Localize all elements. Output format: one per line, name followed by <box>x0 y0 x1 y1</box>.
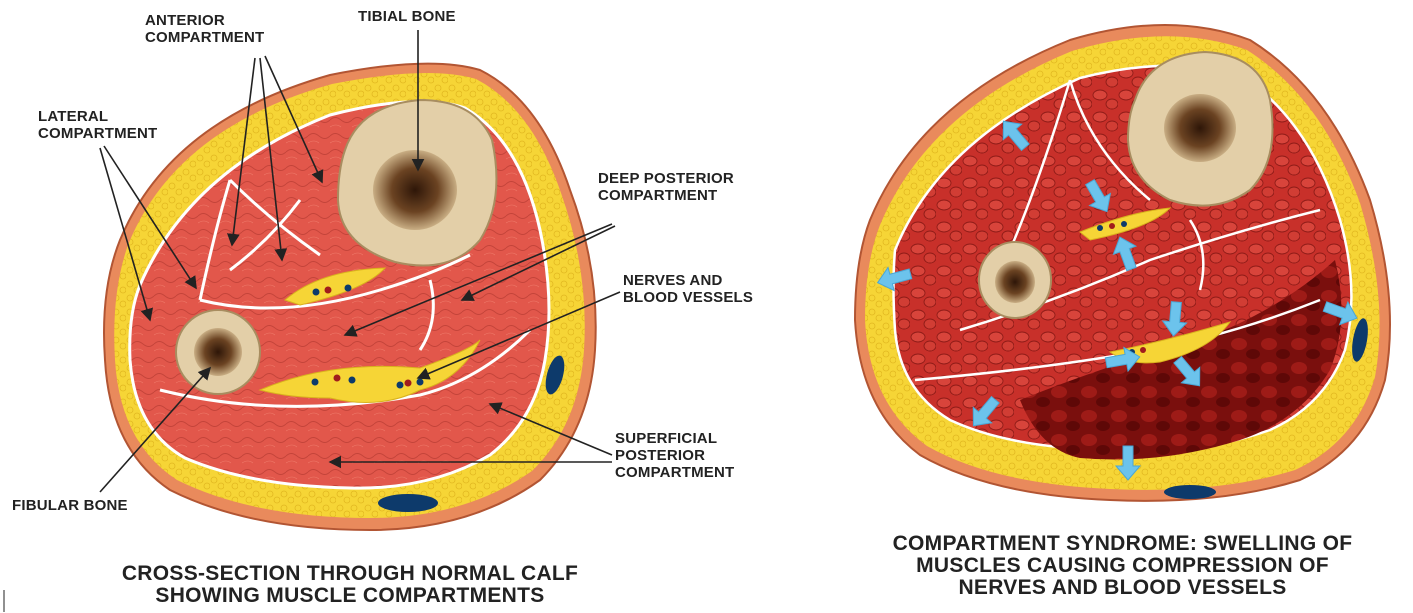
normal-calf-cross-section <box>104 64 596 530</box>
label-nerves-and-blood-vessels: NERVES AND BLOOD VESSELS <box>623 272 753 306</box>
label-fibular-bone: FIBULAR BONE <box>12 497 128 514</box>
tibial-marrow-swollen <box>1164 94 1236 162</box>
tibial-marrow <box>373 150 457 230</box>
fibular-marrow-swollen <box>995 261 1035 303</box>
label-deep-posterior-compartment: DEEP POSTERIOR COMPARTMENT <box>598 170 734 204</box>
right-caption: COMPARTMENT SYNDROME: SWELLING OF MUSCLE… <box>840 533 1405 599</box>
left-caption: CROSS-SECTION THROUGH NORMAL CALF SHOWIN… <box>30 563 670 607</box>
small-saphenous-vein-swollen <box>1164 485 1216 499</box>
swollen-calf-cross-section <box>855 25 1390 501</box>
fibular-marrow <box>194 328 242 376</box>
label-lateral-compartment: LATERAL COMPARTMENT <box>38 108 157 142</box>
small-saphenous-vein <box>378 494 438 512</box>
label-superficial-posterior-compartment: SUPERFICIAL POSTERIOR COMPARTMENT <box>615 430 734 481</box>
label-tibial-bone: TIBIAL BONE <box>358 8 456 25</box>
label-anterior-compartment: ANTERIOR COMPARTMENT <box>145 12 264 46</box>
